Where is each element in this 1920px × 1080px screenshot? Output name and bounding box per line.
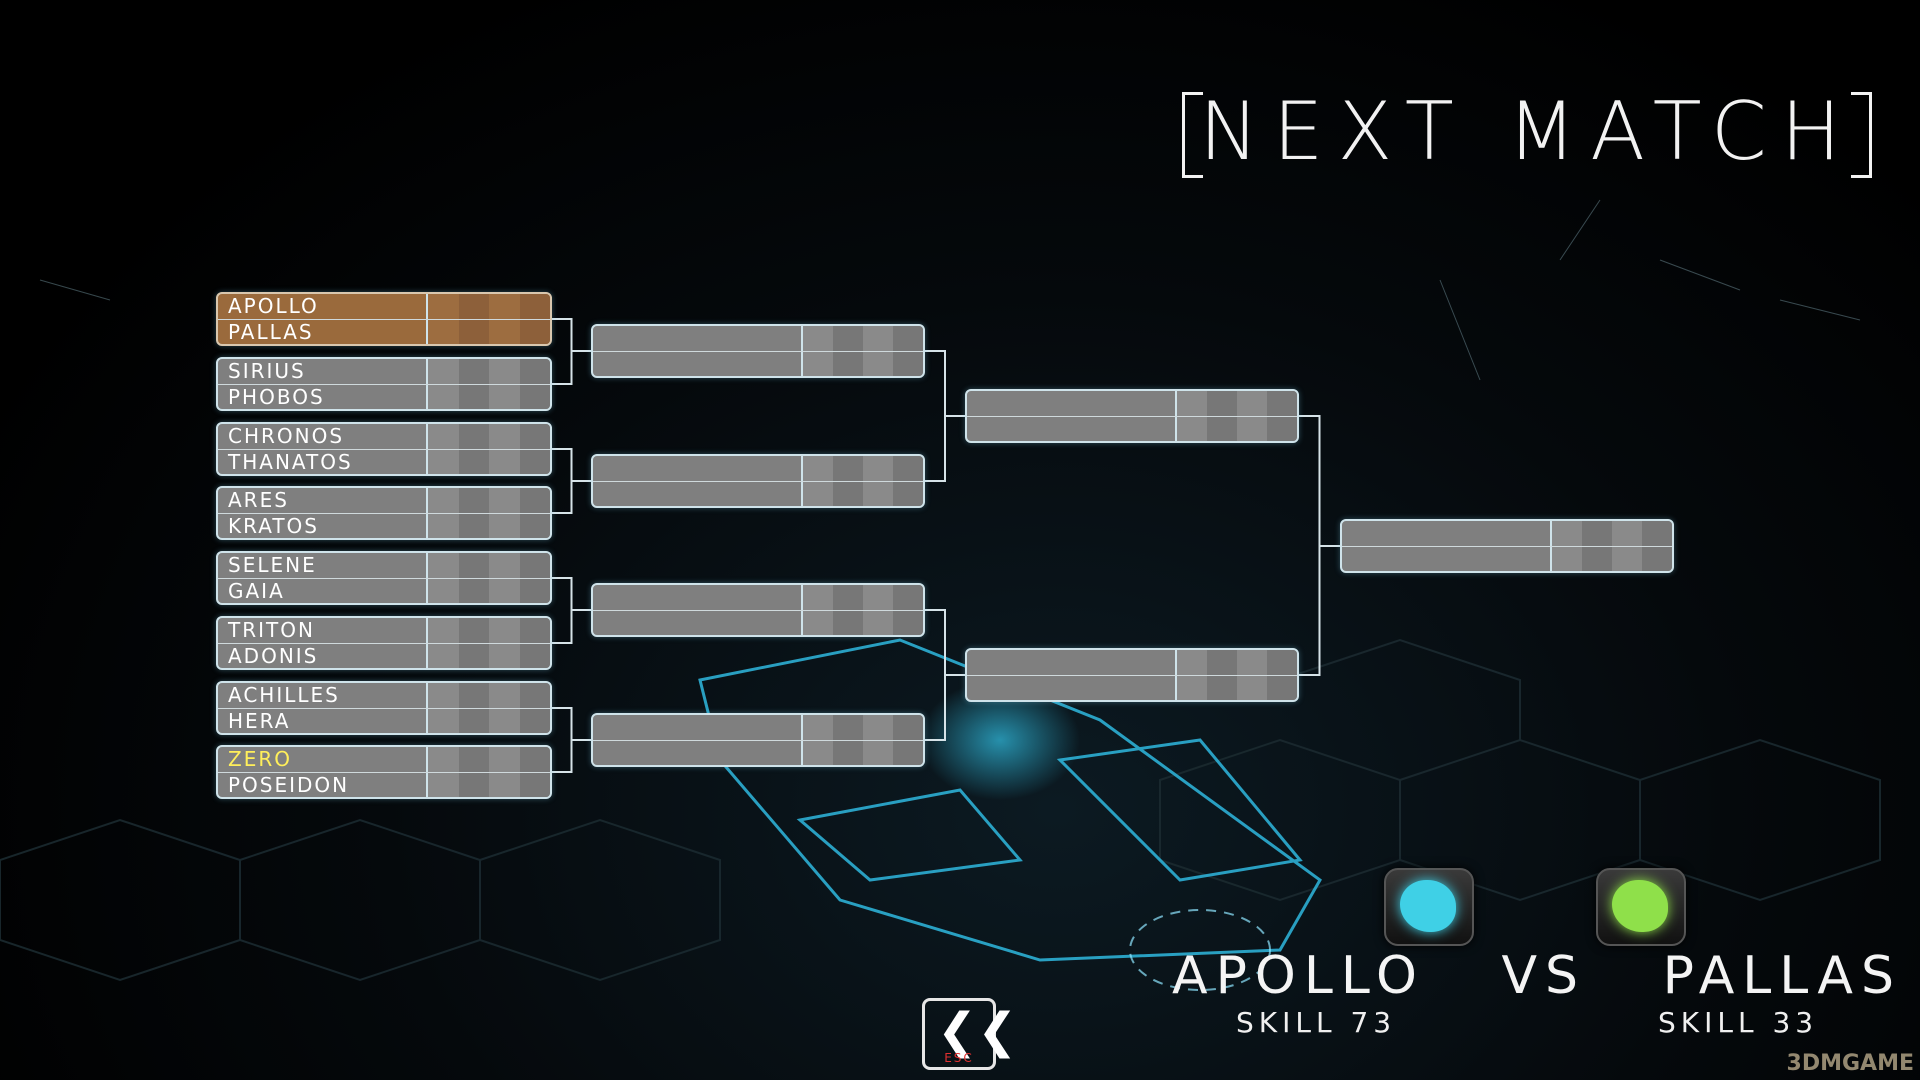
player1-name: APOLLO bbox=[1172, 946, 1425, 1006]
player-name: KRATOS bbox=[218, 514, 428, 538]
player1-color-blob bbox=[1400, 880, 1456, 932]
player-name: POSEIDON bbox=[218, 773, 428, 797]
match-slot-r3-2[interactable] bbox=[965, 648, 1299, 702]
player-name-empty bbox=[593, 741, 803, 765]
player-name: TRITON bbox=[218, 618, 428, 643]
back-button[interactable]: ❮❮ ESC bbox=[922, 998, 1017, 1070]
player1-skill: SKILL 73 bbox=[1236, 1006, 1397, 1039]
player-name: PHOBOS bbox=[218, 385, 428, 409]
player-name: ARES bbox=[218, 488, 428, 513]
player2-disc-icon bbox=[1596, 868, 1686, 946]
match-slot-r1-2[interactable]: SIRIUS PHOBOS bbox=[216, 357, 552, 411]
player-name: THANATOS bbox=[218, 450, 428, 474]
match-slot-r2-1[interactable] bbox=[591, 324, 925, 378]
match-slot-r2-2[interactable] bbox=[591, 454, 925, 508]
player-name-empty bbox=[593, 715, 803, 740]
title-bracket-right bbox=[1851, 92, 1872, 178]
match-slot-r3-1[interactable] bbox=[965, 389, 1299, 443]
player-name: PALLAS bbox=[218, 320, 428, 344]
match-slot-r1-1[interactable]: APOLLO PALLAS bbox=[216, 292, 552, 346]
player2-color-blob bbox=[1612, 880, 1668, 932]
player2-name: PALLAS bbox=[1662, 946, 1902, 1006]
player2-skill: SKILL 33 bbox=[1658, 1006, 1819, 1039]
player-name-empty bbox=[967, 676, 1177, 700]
match-slot-r1-5[interactable]: SELENE GAIA bbox=[216, 551, 552, 605]
player-name-empty bbox=[593, 456, 803, 481]
player-name-highlighted: ZERO bbox=[218, 747, 428, 772]
player-name-empty bbox=[593, 611, 803, 635]
player-name-empty bbox=[967, 417, 1177, 441]
player-name-empty bbox=[593, 352, 803, 376]
match-slot-r1-8[interactable]: ZERO POSEIDON bbox=[216, 745, 552, 799]
match-slot-r1-7[interactable]: ACHILLES HERA bbox=[216, 681, 552, 735]
versus-label: VS bbox=[1501, 946, 1587, 1006]
title-bracket-left bbox=[1182, 92, 1203, 178]
player-name: ADONIS bbox=[218, 644, 428, 668]
player-name-empty bbox=[967, 391, 1177, 416]
player-name: APOLLO bbox=[218, 294, 428, 319]
title-text: NEXT MATCH bbox=[1199, 84, 1855, 178]
player-name: GAIA bbox=[218, 579, 428, 603]
match-slot-final[interactable] bbox=[1340, 519, 1674, 573]
player-name-empty bbox=[1342, 547, 1552, 571]
player1-disc-icon bbox=[1384, 868, 1474, 946]
match-slot-r2-3[interactable] bbox=[591, 583, 925, 637]
player-name: ACHILLES bbox=[218, 683, 428, 708]
player-name: SIRIUS bbox=[218, 359, 428, 384]
match-slot-r1-4[interactable]: ARES KRATOS bbox=[216, 486, 552, 540]
match-slot-r1-3[interactable]: CHRONOS THANATOS bbox=[216, 422, 552, 476]
player-name-empty bbox=[1342, 521, 1552, 546]
player-name-empty bbox=[593, 326, 803, 351]
match-slot-r2-4[interactable] bbox=[591, 713, 925, 767]
player-name-empty bbox=[593, 585, 803, 610]
player-name-empty bbox=[967, 650, 1177, 675]
screen-title: NEXT MATCH bbox=[1182, 85, 1872, 178]
player-name: HERA bbox=[218, 709, 428, 733]
match-slot-r1-6[interactable]: TRITON ADONIS bbox=[216, 616, 552, 670]
back-button-label: ESC bbox=[944, 1051, 974, 1065]
player-name: SELENE bbox=[218, 553, 428, 578]
matchup-line: APOLLO VS PALLAS bbox=[1172, 946, 1902, 1006]
player-name-empty bbox=[593, 482, 803, 506]
watermark: 3DMGAME bbox=[1786, 1051, 1914, 1076]
player-name: CHRONOS bbox=[218, 424, 428, 449]
chevron-left-icon: ❮❮ bbox=[937, 1003, 1018, 1059]
